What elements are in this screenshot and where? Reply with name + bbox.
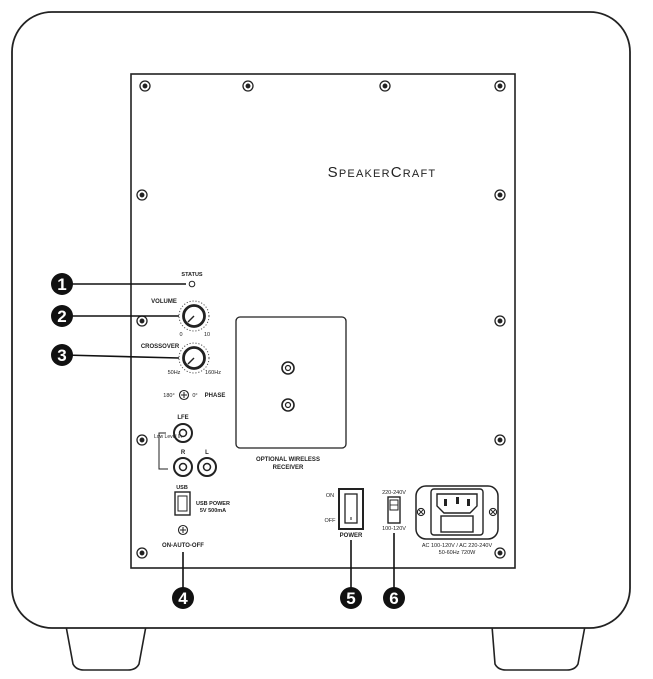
svg-text:4: 4 [178,589,188,608]
volume-dial-scale [178,300,210,332]
wireless-label-line2: RECEIVER [273,465,304,471]
callout-leaders [63,283,395,588]
screw-icon [136,315,148,327]
ac-rating-line1: AC 100-120V / AC 220-240V [422,543,493,549]
svg-text:5: 5 [346,589,355,608]
callout-2: 2 [51,305,73,327]
screw-icon [242,80,254,92]
screw-icon [379,80,391,92]
screw-icon [494,80,506,92]
on-auto-off-label: ON-AUTO-OFF [162,543,204,549]
usb-label: USB [176,485,188,491]
left-input-label: L [205,450,209,456]
screw-icon [136,189,148,201]
crossover-min-label: 50Hz [168,370,181,376]
voltage-selector-switch[interactable] [387,496,401,524]
phase-switch[interactable] [178,389,190,401]
voltage-high-label: 220-240V [382,490,406,496]
ac-rating-line2: 50-60Hz 720W [439,550,476,556]
status-label: STATUS [181,272,203,278]
callout-4: 4 [172,587,194,609]
power-on-label: ON [326,493,334,499]
callout-6: 6 [383,587,405,609]
panel-screws [136,80,506,559]
wireless-bay-screw-bottom [281,398,295,412]
svg-text:1: 1 [57,275,66,294]
crossover-knob-pointer [187,357,195,365]
low-level-in-label: Low Level In [154,434,182,440]
lfe-jack[interactable] [173,423,193,443]
low-level-in-bracket [158,432,168,470]
wireless-receiver-bay [235,316,347,449]
usb-power-spec: 5V 500mA [200,508,226,514]
power-label: POWER [340,533,363,539]
volume-knob-pointer [187,315,195,323]
callout-3: 3 [51,344,73,366]
screw-icon [136,434,148,446]
wireless-label-line1: OPTIONAL WIRELESS [256,457,320,463]
on-auto-off-switch[interactable] [177,524,189,536]
lfe-label: LFE [177,415,188,421]
usb-port[interactable] [174,491,191,516]
crossover-label: CROSSOVER [141,344,180,350]
callout-5: 5 [340,587,362,609]
volume-label: VOLUME [151,299,177,305]
usb-power-label: USB POWER [196,501,230,507]
volume-max-label: 10 [204,332,210,338]
screw-icon [139,80,151,92]
voltage-low-label: 100-120V [382,526,406,532]
svg-text:3: 3 [57,346,66,365]
right-foot [491,625,586,671]
screw-icon [136,547,148,559]
left-input-jack[interactable] [197,457,217,477]
screw-icon [494,189,506,201]
svg-text:2: 2 [57,307,66,326]
phase-0-label: 0° [192,393,197,399]
phase-180-label: 180° [163,393,174,399]
wireless-bay-screw-top [281,361,295,375]
brand-logo: SPEAKERCRAFT [328,164,437,181]
power-switch[interactable] [338,488,364,530]
right-input-label: R [181,450,186,456]
right-input-jack[interactable] [173,457,193,477]
screw-icon [494,315,506,327]
status-led-icon [188,280,196,288]
screw-icon [494,434,506,446]
phase-label: PHASE [205,393,226,399]
crossover-dial-scale [178,342,210,374]
callout-1: 1 [51,273,73,295]
svg-text:6: 6 [389,589,398,608]
screw-icon [494,547,506,559]
volume-min-label: 0 [179,332,182,338]
power-off-label: OFF [325,518,337,524]
left-foot [65,625,147,671]
ac-power-inlet[interactable] [415,485,499,540]
crossover-max-label: 160Hz [205,370,221,376]
